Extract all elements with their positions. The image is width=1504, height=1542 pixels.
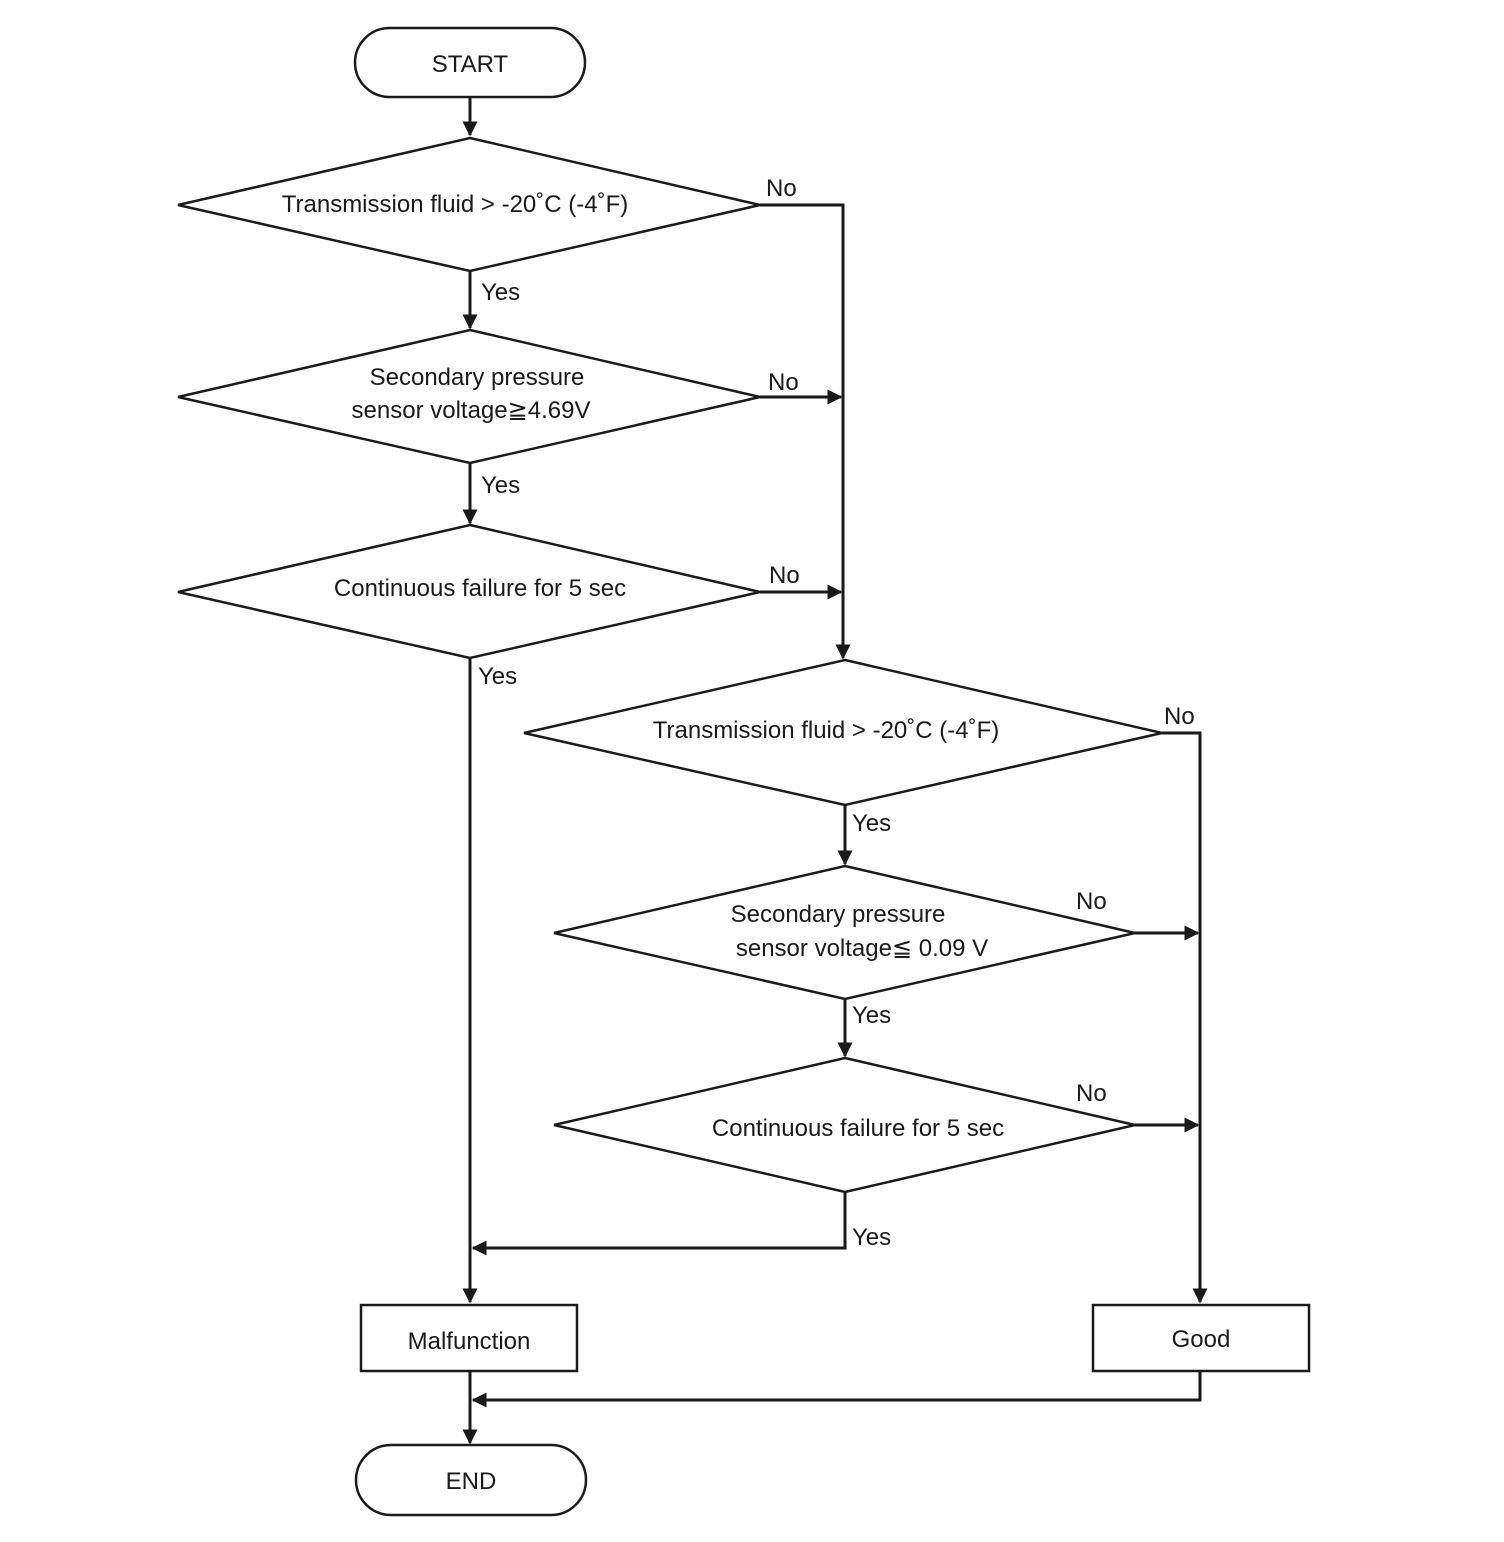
- label-d2-no: No: [768, 369, 799, 396]
- decision-continuous-failure-1: Continuous failure for 5 sec: [177, 523, 761, 660]
- label-d1-no: No: [766, 175, 797, 202]
- decision-continuous-failure-2-label: Continuous failure for 5 sec: [712, 1115, 1004, 1142]
- good-box: Good: [1091, 1303, 1311, 1373]
- edge-d1-no: [760, 203, 851, 660]
- label-d1-yes: Yes: [481, 279, 520, 306]
- label-d6-no: No: [1076, 1080, 1107, 1107]
- decision-fluid-temp-1: Transmission fluid > -20˚C (-4˚F): [177, 136, 761, 273]
- label-d2-yes: Yes: [481, 472, 520, 499]
- decision-voltage-high: Secondary pressure sensor voltage≧4.69V: [177, 328, 761, 465]
- good-label: Good: [1172, 1326, 1231, 1353]
- label-d4-yes: Yes: [852, 810, 891, 837]
- start-label: START: [432, 51, 509, 78]
- malfunction-box: Malfunction: [359, 1303, 579, 1373]
- decision-voltage-low: Secondary pressure sensor voltage≦ 0.09 …: [553, 864, 1136, 1001]
- label-d6-yes: Yes: [852, 1224, 891, 1251]
- label-d5-no: No: [1076, 888, 1107, 915]
- end-label: END: [446, 1468, 497, 1495]
- malfunction-label: Malfunction: [408, 1328, 531, 1355]
- label-d5-yes: Yes: [852, 1002, 891, 1029]
- label-d3-no: No: [769, 562, 800, 589]
- decision-fluid-temp-1-label: Transmission fluid > -20˚C (-4˚F): [282, 191, 629, 218]
- decision-voltage-low-label-line2: sensor voltage≦ 0.09 V: [736, 935, 988, 962]
- end-terminal: END: [354, 1443, 588, 1517]
- start-terminal: START: [353, 26, 587, 99]
- edge-labels: No Yes No Yes No Yes No Yes No Yes No Ye…: [478, 175, 1195, 1251]
- connectors: [462, 97, 1208, 1445]
- decision-fluid-temp-2-label: Transmission fluid > -20˚C (-4˚F): [653, 717, 1000, 744]
- decision-continuous-failure-1-label: Continuous failure for 5 sec: [334, 575, 626, 602]
- decision-voltage-high-label-line1: Secondary pressure: [370, 364, 585, 391]
- decision-fluid-temp-2: Transmission fluid > -20˚C (-4˚F): [523, 658, 1163, 807]
- decision-continuous-failure-2: Continuous failure for 5 sec: [553, 1056, 1136, 1194]
- label-d3-yes: Yes: [478, 663, 517, 690]
- decision-voltage-low-label-line1: Secondary pressure: [731, 901, 946, 928]
- edge-good-to-end: [471, 1371, 1202, 1408]
- label-d4-no: No: [1164, 703, 1195, 730]
- edge-d6-yes: [471, 1192, 847, 1256]
- edge-d4-no: [1162, 731, 1208, 1304]
- decision-voltage-high-label-line2: sensor voltage≧4.69V: [352, 397, 591, 424]
